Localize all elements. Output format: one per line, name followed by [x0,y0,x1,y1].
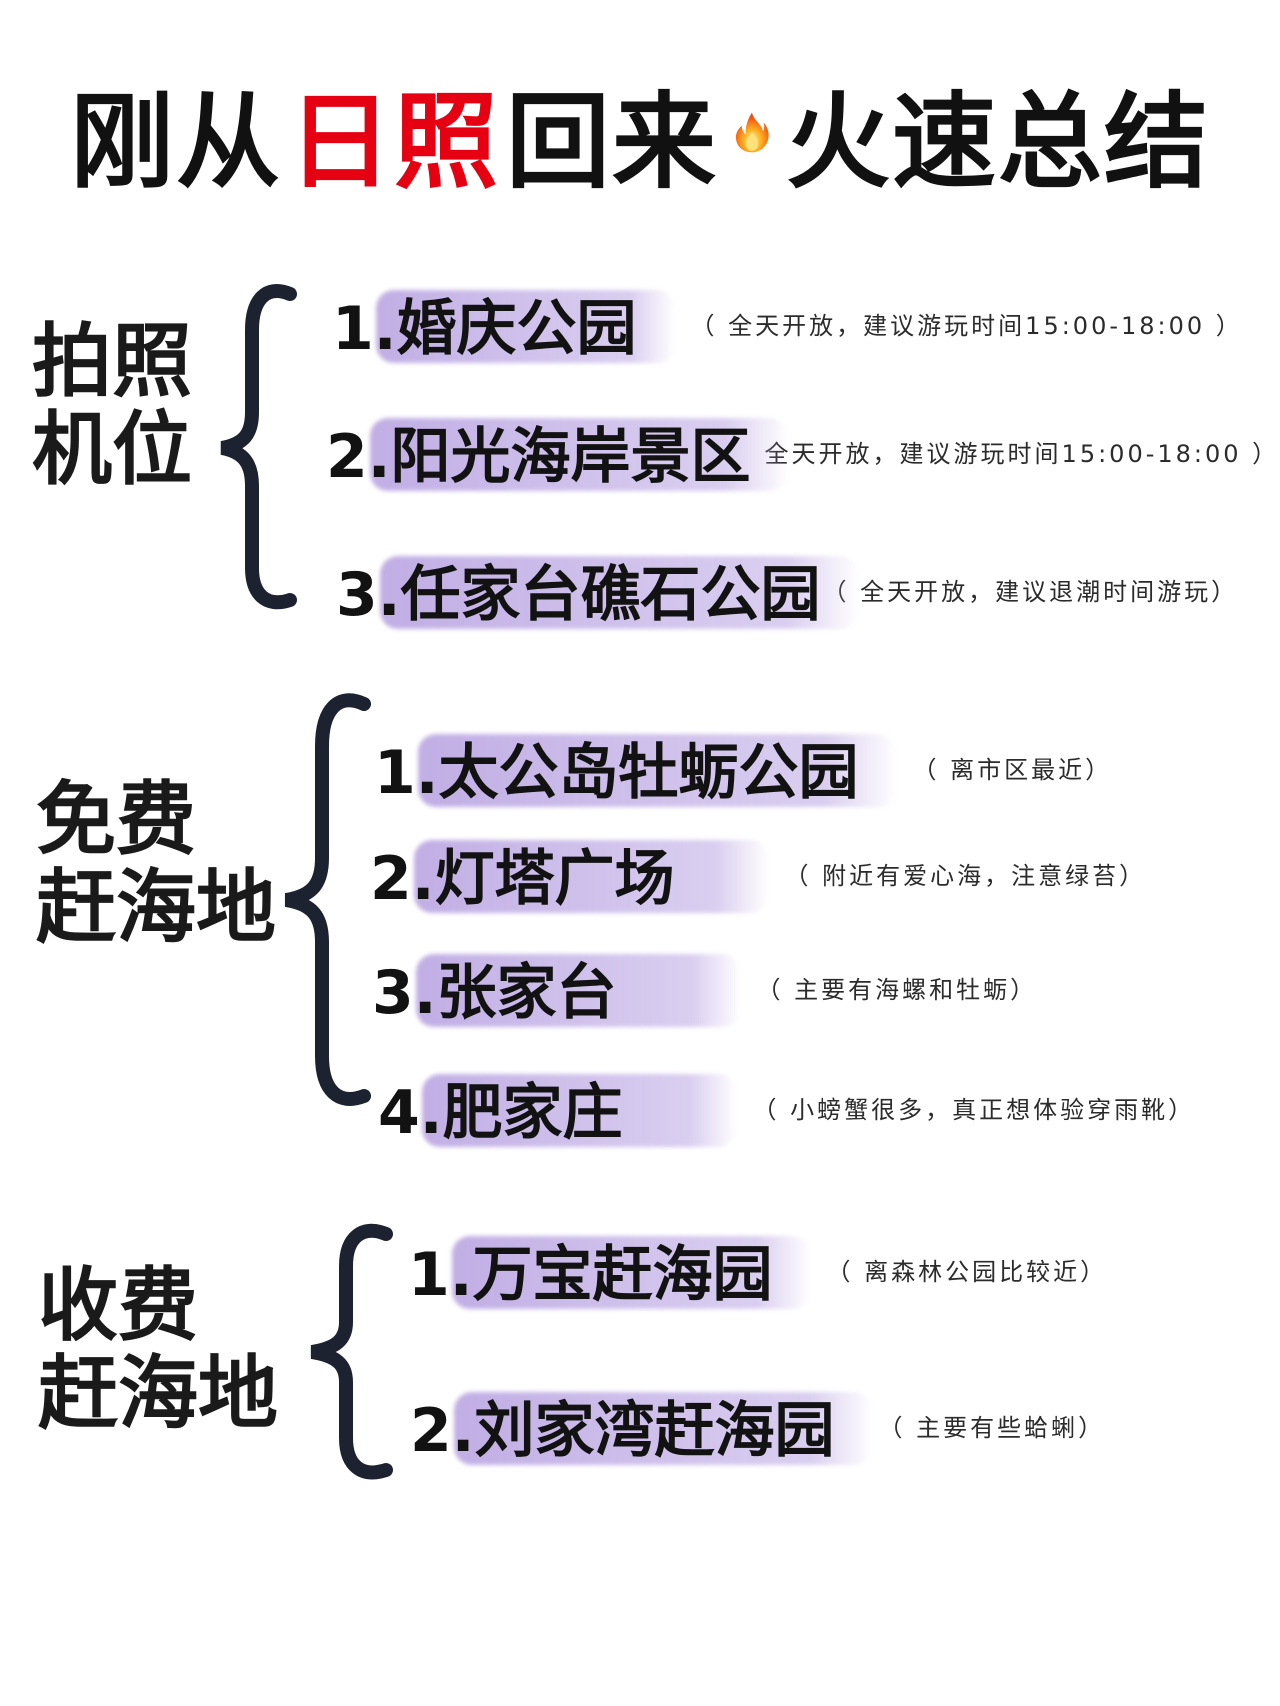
place-name: 1.万宝赶海园 [408,1226,797,1313]
curly-brace [310,1223,393,1480]
category-line-1: 收费 [38,1259,198,1352]
category-line-2: 赶海地 [38,1347,278,1440]
list-item: 3.张家台 （ 主要有海螺和牡蛎） [372,944,1037,1031]
list-item: 1.万宝赶海园 （ 离森林公园比较近） [408,1226,1107,1313]
place-note: （ 全天开放，建议游玩时间15:00-18:00 ） [690,312,1243,340]
place-name: 2.灯塔广场 [370,830,755,917]
place-name: 1.婚庆公园 [332,280,661,367]
category-label: 收费 赶海地 [38,1262,278,1438]
place-name: 4.肥家庄 [378,1064,723,1151]
title-part-2: 日照 [288,80,501,203]
list-item: 2.刘家湾赶海园 （ 主要有些蛤蜊） [410,1382,1105,1469]
place-note: （ 主要有些蛤蜊） [878,1414,1106,1442]
fire-icon [735,112,769,153]
category-line-1: 拍照 [32,315,192,408]
place-name: 3.任家台礁石公园 [336,546,845,633]
place-note: （ 小螃蟹很多，真正想体验穿雨靴） [752,1096,1196,1124]
list-item: 2.阳光海岸景区 全天开放，建议游玩时间15:00-18:00 ） [326,408,1279,495]
list-item: 2.灯塔广场 （ 附近有爱心海，注意绿苔） [370,830,1146,917]
title-part-4: 火速总结 [785,80,1210,203]
curly-brace [220,284,297,610]
place-note: （ 全天开放，建议退潮时间游玩） [822,578,1239,606]
category-line-2: 赶海地 [36,861,276,954]
place-note: （ 主要有海螺和牡蛎） [756,976,1038,1004]
place-note: （ 离森林公园比较近） [826,1258,1108,1286]
list-item: 1.太公岛牡蛎公园 （ 离市区最近） [374,724,1112,811]
place-name: 2.刘家湾赶海园 [410,1382,859,1469]
title-part-3: 回来 [506,80,719,203]
page-title: 刚从 日照 回来 火速总结 [70,72,1210,203]
place-note: （ 离市区最近） [912,756,1113,784]
list-item: 3.任家台礁石公园 （ 全天开放，建议退潮时间游玩） [336,546,1238,633]
place-name: 2.阳光海岸景区 [326,408,775,495]
category-line-2: 机位 [32,403,192,496]
place-name: 1.太公岛牡蛎公园 [374,724,883,811]
place-note: （ 附近有爱心海，注意绿苔） [784,862,1147,890]
category-line-1: 免费 [36,773,196,866]
place-name: 3.张家台 [372,944,727,1031]
title-part-1: 刚从 [70,80,283,203]
place-note: 全天开放，建议游玩时间15:00-18:00 ） [764,440,1280,468]
list-item: 1.婚庆公园 （ 全天开放，建议游玩时间15:00-18:00 ） [332,280,1243,367]
category-label: 拍照 机位 [32,318,192,494]
curly-brace [284,693,371,1106]
category-label: 免费 赶海地 [36,776,276,952]
list-item: 4.肥家庄 （ 小螃蟹很多，真正想体验穿雨靴） [378,1064,1195,1151]
